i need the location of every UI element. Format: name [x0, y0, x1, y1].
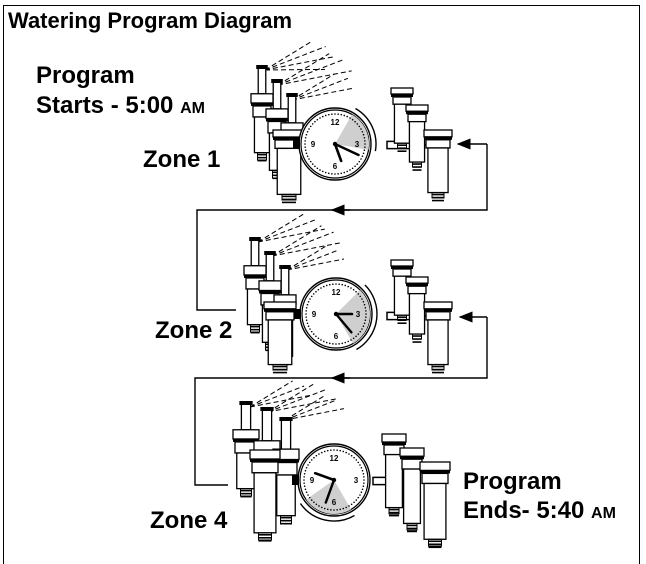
zone-4-idle-a — [381, 433, 407, 517]
program-end-time: Ends- 5:40 — [463, 497, 585, 524]
zone-2-idle-c — [423, 301, 453, 374]
zone-4-label: Zone 4 — [150, 507, 228, 534]
zone-4-spray-3 — [284, 394, 345, 421]
zone-4-spray-2 — [267, 382, 337, 413]
clock-numeral-nine: 9 — [312, 310, 317, 319]
zone-2-sprinkler-front — [263, 301, 297, 374]
clock-numeral-nine: 9 — [311, 140, 316, 149]
program-start-ampm: AM — [180, 100, 205, 117]
program-end-line1: Program — [463, 468, 562, 495]
zone-4-idle-b — [399, 447, 425, 533]
program-end-ampm: AM — [591, 505, 616, 522]
zone-4-spray — [249, 380, 313, 408]
clock-numeral-twelve: 12 — [330, 454, 339, 463]
clock-numeral-twelve: 12 — [331, 118, 340, 127]
zone-1-spray-3 — [291, 73, 353, 101]
zone-1-sprinkler-front — [272, 129, 306, 204]
clock-numeral-three: 3 — [355, 140, 360, 149]
zone-2-idle-a — [390, 259, 414, 325]
program-start-line1: Program — [36, 62, 135, 89]
program-start-time: Starts - 5:00 — [36, 92, 174, 119]
zone-2-spray-3 — [286, 244, 345, 271]
clock-numeral-nine: 9 — [310, 476, 315, 485]
zone-4-clock: 12 3 6 9 — [292, 443, 371, 522]
clock-numeral-six: 6 — [332, 498, 337, 507]
program-end-line2: Ends- 5:40 AM — [463, 497, 616, 525]
connector-zone1-zone2 — [196, 144, 488, 311]
zone-2-idle-b — [405, 276, 429, 343]
zone-1-idle-b — [405, 104, 429, 171]
diagram-title: Watering Program Diagram — [8, 8, 293, 33]
zone-1-idle-a — [390, 87, 414, 152]
zone-1-spray-2 — [277, 53, 352, 86]
clock-numeral-six: 6 — [333, 162, 338, 171]
zone-2-spray-2 — [271, 225, 341, 257]
zone-1-idle-c — [423, 129, 453, 202]
zone-4-sprinkler-mid — [249, 449, 281, 542]
zone-4-idle-c — [419, 461, 451, 549]
frame-border — [3, 5, 640, 564]
zone-2-spray — [257, 212, 325, 243]
clock-numeral-twelve: 12 — [332, 288, 341, 297]
zone-2-clock: 12 3 6 9 — [294, 277, 378, 351]
clock-numeral-three: 3 — [354, 476, 359, 485]
zone-1-label: Zone 1 — [143, 146, 221, 173]
zone-1-clock: 12 3 6 9 — [293, 107, 377, 181]
connector-zone2-zone4 — [194, 317, 488, 486]
clock-numeral-six: 6 — [334, 332, 339, 341]
zone-1-spray — [264, 40, 334, 71]
zone-2-label: Zone 2 — [155, 317, 233, 344]
zone-4-sprinkler-c — [272, 417, 300, 525]
clock-numeral-three: 3 — [356, 310, 361, 319]
flow-connectors — [194, 138, 488, 486]
program-start-line2: Starts - 5:00 AM — [36, 92, 205, 120]
